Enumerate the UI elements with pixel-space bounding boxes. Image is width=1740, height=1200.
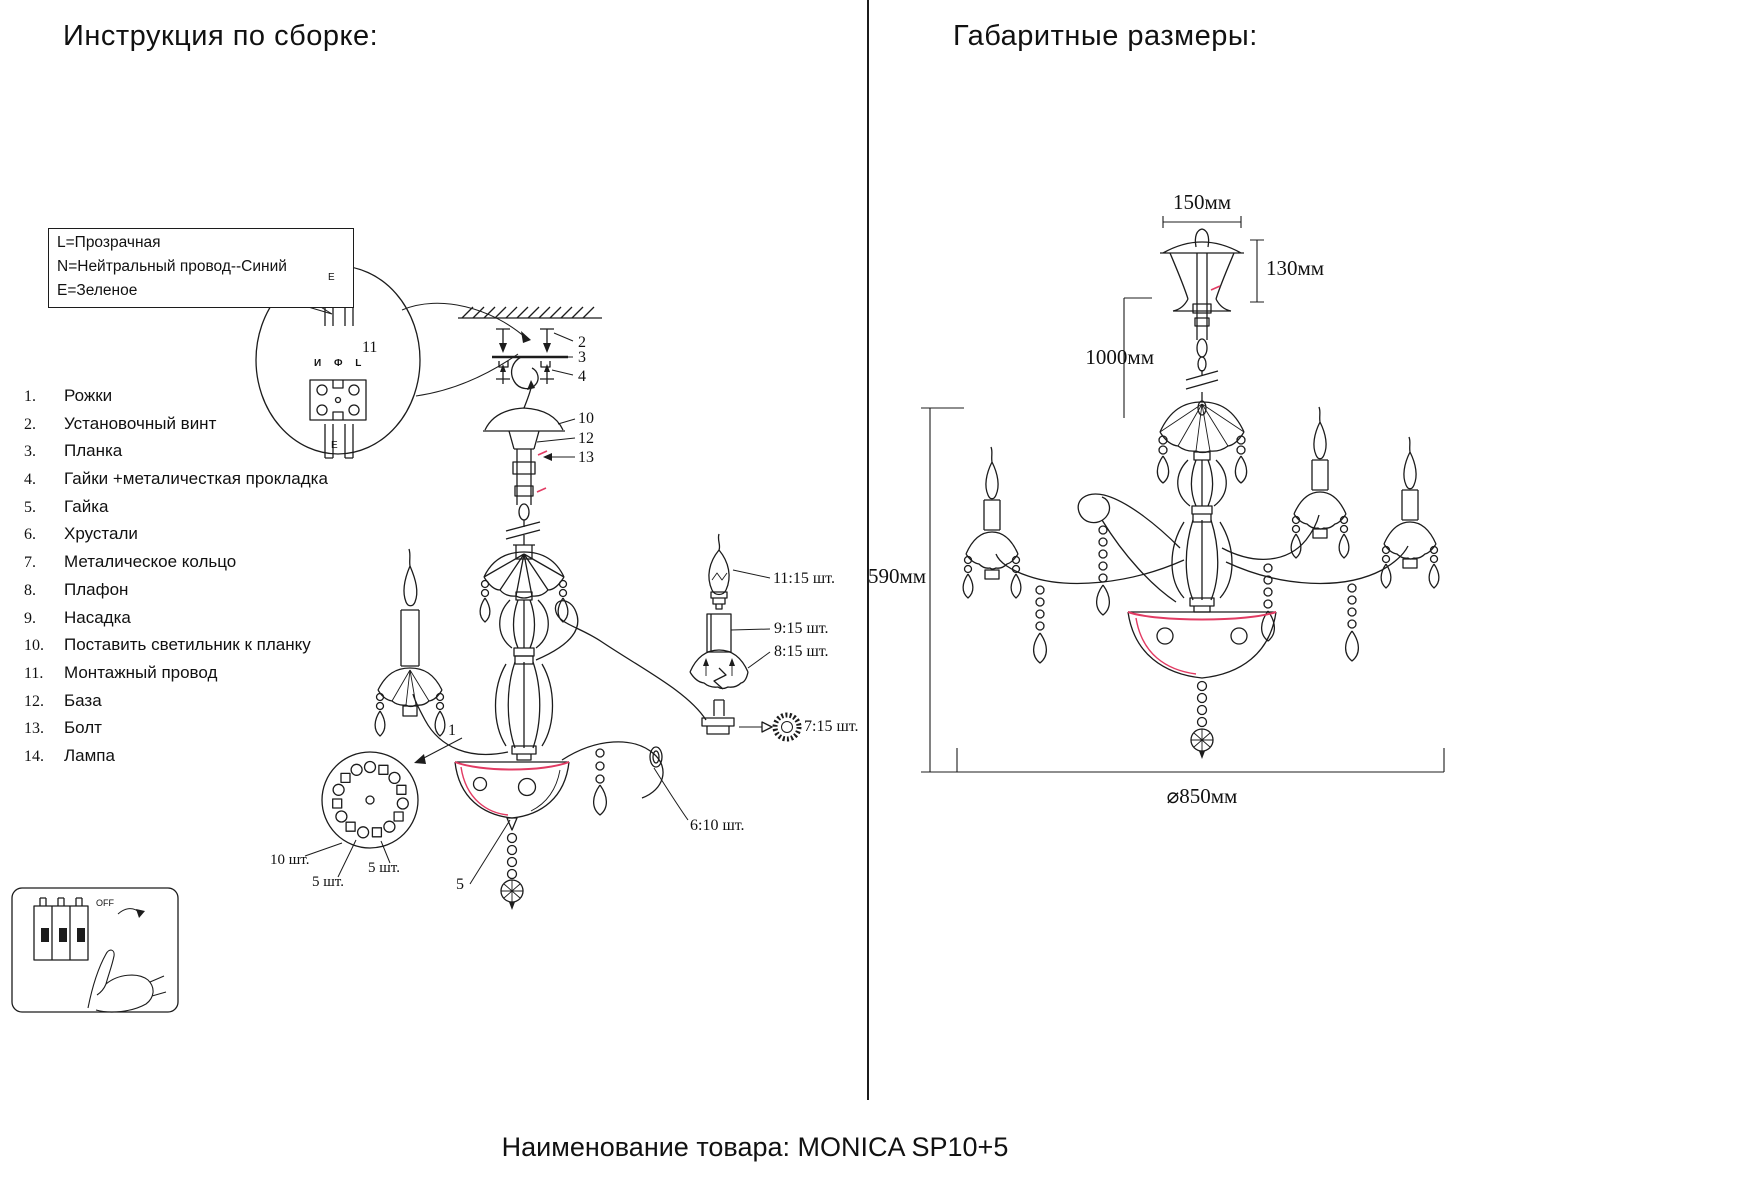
part-row: 5. Гайка (24, 497, 328, 525)
part-name: Монтажный провод (64, 662, 218, 682)
part-row: 10. Поставить светильник к планку (24, 635, 328, 663)
product-title: Наименование товара: MONICA SP10+5 (501, 1132, 1009, 1162)
callout-ring-qty: 7:15 шт. (804, 718, 859, 735)
terminal-letter-top: E (328, 272, 335, 283)
dim-canopy-height: 130мм (1266, 256, 1325, 280)
left-panel-title: Инструкция по сборке: (63, 20, 379, 52)
part-name: Планка (64, 441, 123, 461)
wiring-note-line-e: E=Зеленое (57, 282, 138, 299)
callout-shade-qty: 8:15 шт. (774, 643, 829, 660)
part-row: 8. Плафон (24, 580, 328, 608)
part-name: Рожки (64, 386, 113, 405)
callout-sleeve-qty: 9:15 шт. (774, 620, 829, 637)
part-name: Гайка (64, 496, 109, 516)
part-name: База (64, 690, 102, 710)
part-number: 4. (24, 471, 36, 489)
part-name: Плафон (64, 579, 129, 599)
part-name: Хрустали (64, 524, 138, 544)
part-row: 4. Гайки +металичесткая прокладка (24, 469, 328, 497)
callout-bulb-qty: 11:15 шт. (773, 570, 835, 587)
dim-diameter: ⌀850мм (1166, 784, 1238, 808)
part-number: 11. (24, 664, 44, 682)
part-number: 14. (24, 747, 44, 765)
part-name: Металическое кольцо (64, 552, 237, 572)
part-row: 2. Установочный винт (24, 414, 328, 442)
part-row: 7. Металическое кольцо (24, 552, 328, 580)
callout-plate: 3 (578, 349, 586, 366)
part-number: 10. (24, 637, 44, 655)
dimension-lines (921, 216, 1445, 773)
callout-canopy: 10 (578, 410, 594, 427)
callout-arm: 1 (448, 722, 456, 739)
part-name: Поставить светильник к планку (64, 635, 311, 655)
assembly-red-accents (454, 450, 570, 816)
part-name: Лампа (64, 745, 115, 765)
part-name: Насадка (64, 607, 131, 627)
part-number: 7. (24, 554, 36, 572)
callout-wire: 11 (362, 339, 378, 356)
callout-base: 12 (578, 430, 594, 447)
callout-qty-5b: 5 шт. (368, 860, 400, 876)
wiring-note-line-n: N=Нейтральный провод--Синий (57, 258, 287, 275)
part-number: 9. (24, 609, 36, 627)
part-row: 3. Планка (24, 441, 328, 469)
part-row: 12. База (24, 691, 328, 719)
part-number: 3. (24, 443, 36, 461)
part-row: 6. Хрустали (24, 524, 328, 552)
part-number: 5. (24, 498, 36, 516)
part-number: 6. (24, 526, 36, 544)
dim-canopy-width: 150мм (1172, 190, 1232, 214)
right-panel-title: Габаритные размеры: (953, 20, 1258, 52)
terminal-letter-bottom: E (331, 440, 338, 451)
callout-qty-10: 10 шт. (270, 852, 310, 868)
switch-off-label: OFF (96, 898, 114, 908)
part-name: Болт (64, 718, 102, 738)
callout-nuts: 4 (578, 368, 586, 385)
terminal-letter-row: И Ф L (314, 358, 367, 369)
part-name: Гайки +металичесткая прокладка (64, 469, 328, 489)
dim-suspension: 1000мм (1085, 345, 1154, 369)
dimension-red-accents (1127, 285, 1277, 675)
part-number: 2. (24, 415, 36, 433)
callout-screws: 2 (578, 334, 586, 351)
part-name: Установочный винт (64, 413, 217, 433)
dim-body-height: 590мм (868, 564, 927, 588)
wiring-note-line-l: L=Прозрачная (57, 234, 161, 251)
part-row: 1. Рожки (24, 386, 328, 414)
dimension-drawing (962, 228, 1440, 759)
part-row: 11. Монтажный провод (24, 663, 328, 691)
part-row: 13. Болт (24, 718, 328, 746)
callout-bolt: 13 (578, 449, 594, 466)
callout-crystal-qty: 6:10 шт. (690, 817, 745, 834)
wiring-note-box: L=Прозрачная N=Нейтральный провод--Синий… (48, 228, 354, 308)
assembly-drawing (11, 265, 802, 1013)
parts-list: 1. Рожки 2. Установочный винт 3. Планка 4. Гайк… (24, 386, 328, 774)
part-number: 1. (24, 388, 36, 405)
part-number: 13. (24, 720, 44, 738)
part-row: 9. Насадка (24, 608, 328, 636)
callout-bowl-num: 5 (456, 876, 464, 893)
part-row: 14. Лампа (24, 746, 328, 774)
callout-qty-5a: 5 шт. (312, 874, 344, 890)
part-number: 12. (24, 692, 44, 710)
part-number: 8. (24, 581, 36, 599)
